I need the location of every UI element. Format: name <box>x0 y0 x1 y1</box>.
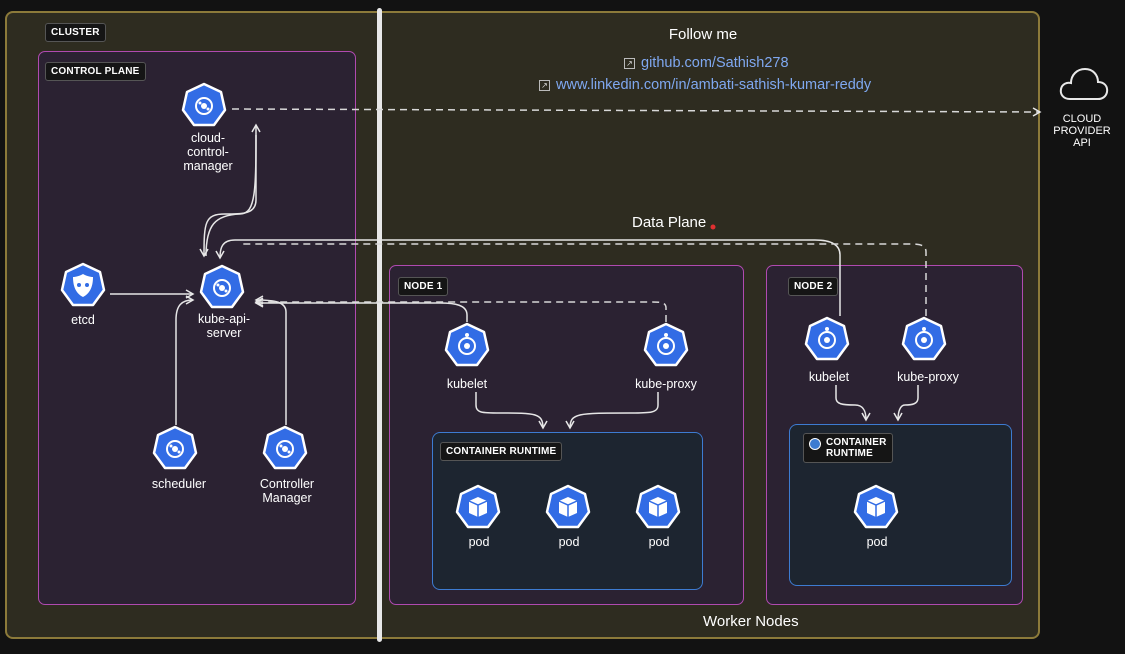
etcd-icon <box>60 262 106 307</box>
node2-kubelet-icon <box>804 316 850 361</box>
external-link-icon: ↗ <box>539 80 550 91</box>
data-plane-title: Data Plane <box>632 214 707 231</box>
cloud-control-manager-label: cloud- control- manager <box>183 131 233 173</box>
cloud-icon <box>1059 67 1109 100</box>
pod-icon <box>853 484 899 529</box>
node1-runtime-label: CONTAINER RUNTIME <box>440 442 563 461</box>
follow-title: Follow me <box>668 26 738 43</box>
github-link[interactable]: ↗ github.com/Sathish278 <box>624 55 789 71</box>
runtime-toggle-icon <box>809 438 821 450</box>
node1-kube-proxy-label: kube-proxy <box>635 377 697 391</box>
github-link-text[interactable]: github.com/Sathish278 <box>641 55 789 71</box>
node1-label: NODE 1 <box>398 277 449 296</box>
node1-pod-label-3: pod <box>648 535 670 549</box>
control-plane-panel <box>38 51 356 605</box>
cloud-control-manager-icon <box>181 82 227 127</box>
control-plane-label: CONTROL PLANE <box>45 62 146 81</box>
pod-icon <box>455 484 501 529</box>
node2-runtime-label: CONTAINER RUNTIME <box>803 433 893 463</box>
pod-icon <box>635 484 681 529</box>
kube-api-server-label: kube-api- server <box>197 312 251 340</box>
controller-manager-label: Controller Manager <box>259 477 315 505</box>
linkedin-link-text[interactable]: www.linkedin.com/in/ambati-sathish-kumar… <box>556 77 872 93</box>
node1-kubelet-label: kubelet <box>446 377 488 391</box>
cluster-label: CLUSTER <box>45 23 106 42</box>
external-link-icon: ↗ <box>624 58 635 69</box>
scheduler-label: scheduler <box>151 477 207 491</box>
controller-manager-icon <box>262 425 308 470</box>
node1-kubelet-icon <box>444 322 490 367</box>
node2-label: NODE 2 <box>788 277 839 296</box>
worker-nodes-title: Worker Nodes <box>703 613 799 630</box>
linkedin-link[interactable]: ↗ www.linkedin.com/in/ambati-sathish-kuma… <box>539 77 871 93</box>
node2-runtime-text: CONTAINER RUNTIME <box>826 437 887 459</box>
node2-kube-proxy-label: kube-proxy <box>897 370 959 384</box>
kube-api-server-icon <box>199 264 245 309</box>
cloud-provider-label: CLOUD PROVIDER API <box>1053 113 1111 149</box>
node2-kubelet-label: kubelet <box>808 370 850 384</box>
pod-icon <box>545 484 591 529</box>
scheduler-icon <box>152 425 198 470</box>
node2-kube-proxy-icon <box>901 316 947 361</box>
node1-pod-label-1: pod <box>468 535 490 549</box>
node1-pod-label-2: pod <box>558 535 580 549</box>
node1-kube-proxy-icon <box>643 322 689 367</box>
plane-divider <box>377 8 382 642</box>
etcd-label: etcd <box>71 313 95 327</box>
node2-pod-label: pod <box>866 535 888 549</box>
